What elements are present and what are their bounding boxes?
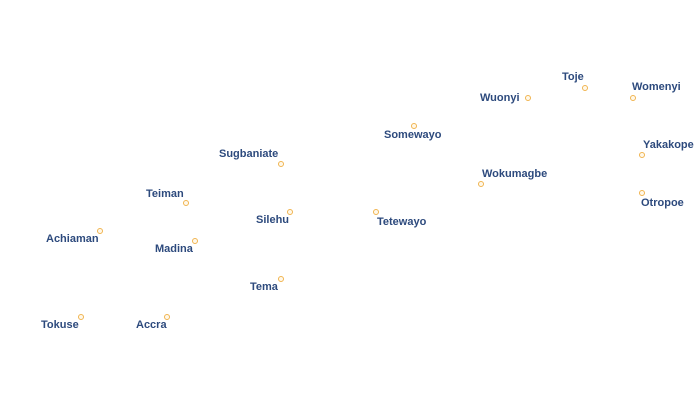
place-marker[interactable] [582,85,588,91]
place-label: Tema [250,281,278,293]
place-label: Tetewayo [377,216,427,228]
place-marker[interactable] [373,209,379,215]
place-marker[interactable] [183,200,189,206]
place-marker[interactable] [639,190,645,196]
place-marker[interactable] [411,123,417,129]
place-marker[interactable] [164,314,170,320]
place-label: Yakakope [643,139,694,151]
place-marker[interactable] [78,314,84,320]
place-label: Wokumagbe [482,168,548,180]
place-marker[interactable] [192,238,198,244]
place-label: Madina [155,243,193,255]
place-label: Tokuse [41,319,79,331]
place-marker[interactable] [278,276,284,282]
place-marker[interactable] [287,209,293,215]
place-marker[interactable] [525,95,531,101]
place-marker[interactable] [478,181,484,187]
place-marker[interactable] [630,95,636,101]
place-label: Silehu [256,214,290,226]
place-label: Somewayo [384,129,442,141]
place-label: Otropoe [641,197,684,209]
place-marker[interactable] [278,161,284,167]
place-label: Sugbaniate [219,148,279,160]
place-label: Accra [136,319,167,331]
place-label: Toje [562,71,584,83]
place-label: Teiman [146,188,184,200]
place-label: Womenyi [632,81,681,93]
place-label: Achiaman [46,233,99,245]
place-marker[interactable] [639,152,645,158]
place-marker[interactable] [97,228,103,234]
place-label: Wuonyi [480,92,520,104]
